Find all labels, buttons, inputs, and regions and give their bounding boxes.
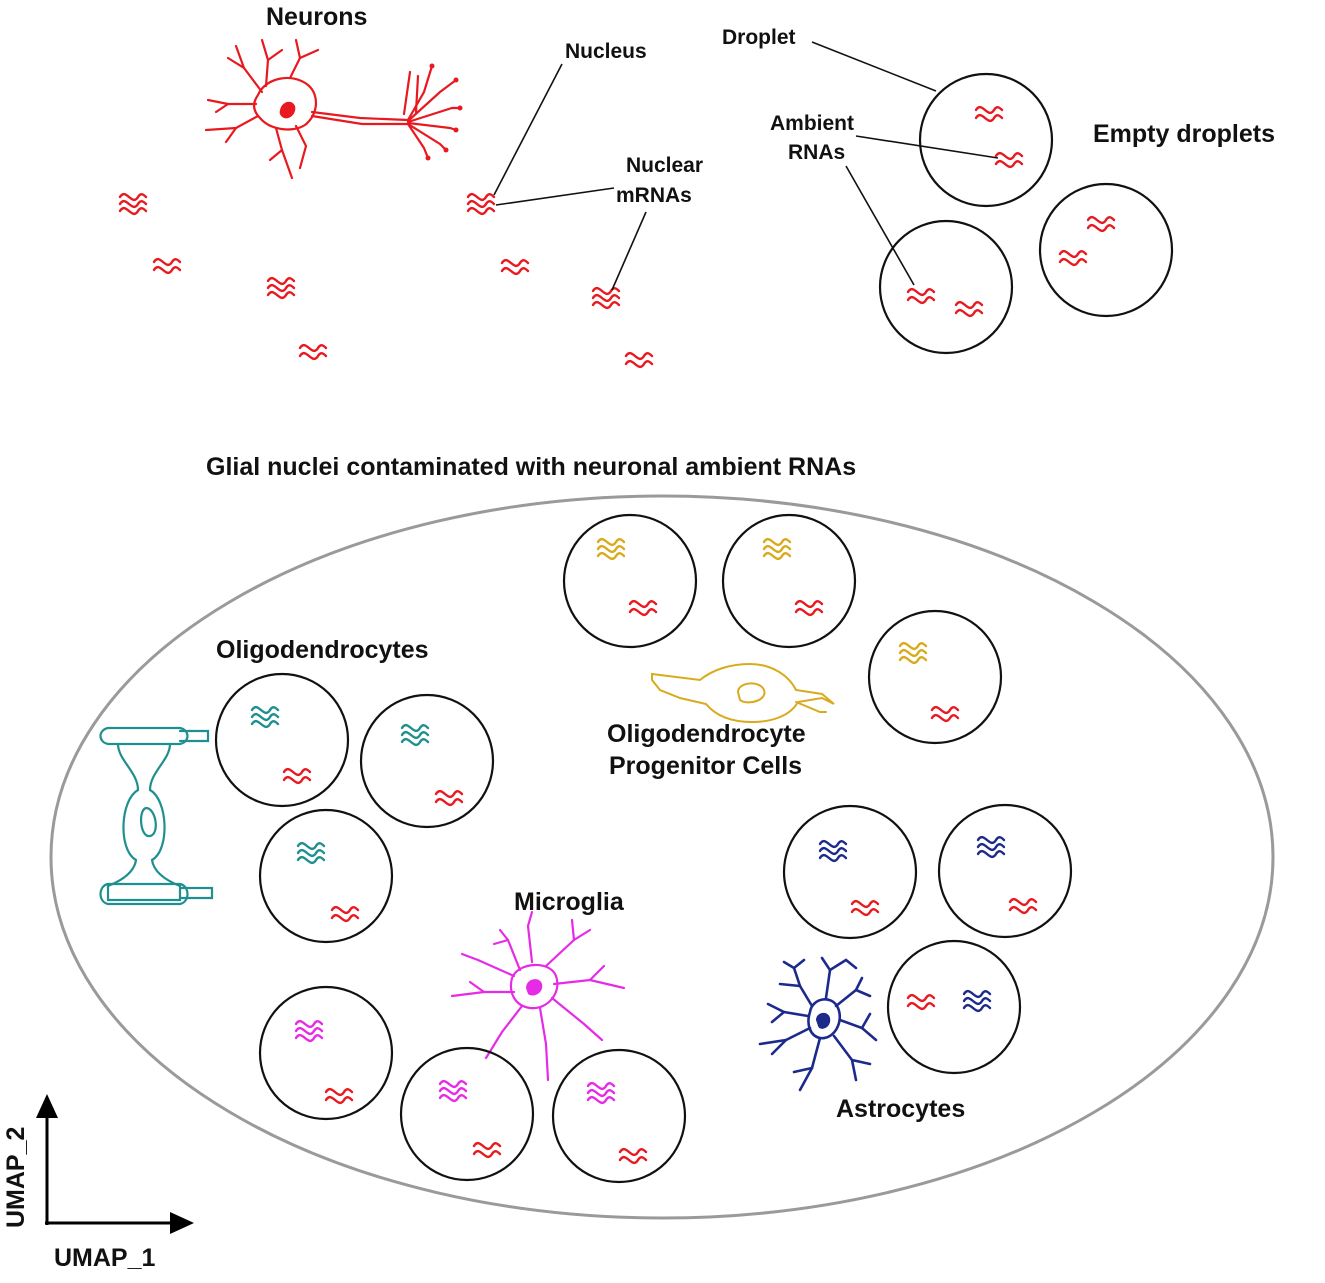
wavy-rna-icon [466, 192, 496, 216]
wavy-rna-icon [628, 599, 658, 617]
wavy-rna-icon [324, 1087, 354, 1105]
wavy-rna-icon [591, 286, 621, 310]
ambient-rnas-leader-line [855, 135, 999, 159]
oligodendrocyte-icon [99, 726, 214, 906]
wavy-rna-icon [434, 789, 464, 807]
umap-1-axis-label: UMAP_1 [54, 1244, 156, 1272]
wavy-rna-icon [906, 993, 936, 1011]
droplet-label: Droplet [722, 26, 796, 49]
wavy-rna-icon [330, 905, 360, 923]
droplet-leader-line [811, 41, 937, 92]
wavy-rna-icon [596, 537, 626, 561]
wavy-rna-icon [898, 641, 928, 665]
wavy-rna-icon [118, 192, 148, 216]
opc-label-line1: Oligodendrocyte [607, 720, 806, 748]
wavy-rna-icon [152, 257, 182, 275]
microglia-icon [450, 910, 626, 1082]
wavy-rna-icon [282, 767, 312, 785]
microglia-droplets [258, 985, 687, 1184]
opc-label-line2: Progenitor Cells [609, 752, 802, 780]
astrocyte-nucleus-icon [816, 1012, 831, 1029]
y-axis-arrowhead [36, 1094, 58, 1118]
microglia-nucleus-icon [526, 979, 543, 996]
wavy-rna-icon [930, 705, 960, 723]
glial-cluster-ellipse [49, 494, 1275, 1220]
x-axis-arrowhead [170, 1212, 194, 1234]
astrocyte-droplets [782, 803, 1073, 1075]
wavy-rna-icon [1086, 215, 1116, 233]
wavy-rna-icon [472, 1141, 502, 1159]
opc-icon [651, 662, 835, 724]
neuronal-rna-cluster [118, 192, 654, 369]
droplet-circle [359, 693, 495, 829]
wavy-rna-icon [586, 1081, 616, 1105]
ambient-rnas-leader-line-2 [845, 165, 915, 286]
droplet-circle [551, 1048, 687, 1184]
glial-title: Glial nuclei contaminated with neuronal … [206, 453, 856, 481]
wavy-rna-icon [818, 839, 848, 863]
nuclear-mrnas-label-line1: Nuclear [626, 154, 703, 177]
wavy-rna-icon [618, 1147, 648, 1165]
droplet-circle [399, 1046, 535, 1182]
empty-droplets-label: Empty droplets [1093, 120, 1275, 148]
wavy-rna-icon [400, 723, 430, 747]
droplet-circle [782, 804, 918, 940]
wavy-rna-icon [962, 989, 992, 1013]
droplet-circle [562, 513, 698, 649]
wavy-rna-icon [296, 841, 326, 865]
wavy-rna-icon [850, 899, 880, 917]
wavy-rna-icon [438, 1079, 468, 1103]
nucleus-leader-line [493, 63, 563, 196]
neuron-nucleus-icon [279, 101, 296, 119]
droplet-circle [886, 939, 1022, 1075]
wavy-rna-icon [298, 343, 328, 361]
droplet-circle [937, 803, 1073, 939]
umap-2-axis-label: UMAP_2 [2, 1127, 30, 1228]
opc-droplets [562, 513, 1003, 745]
wavy-rna-icon [906, 287, 936, 305]
droplet-circle [258, 985, 394, 1121]
oligodendrocyte-droplets [214, 672, 495, 944]
wavy-rna-icon [624, 351, 654, 369]
wavy-rna-icon [500, 258, 530, 276]
wavy-rna-icon [994, 151, 1024, 169]
wavy-rna-icon [794, 599, 824, 617]
axon-terminal-icons [425, 63, 463, 161]
nuclear-mrnas-label-line2: mRNAs [616, 184, 692, 207]
empty-droplet-circle [918, 72, 1054, 208]
wavy-rna-icon [954, 300, 984, 318]
ambient-rnas-label-line2: RNAs [788, 141, 845, 164]
wavy-rna-icon [762, 537, 792, 561]
nucleus-label: Nucleus [565, 40, 647, 63]
neuron-icon [204, 38, 462, 180]
nuclear-mrnas-leader-line-2 [611, 211, 647, 291]
wavy-rna-icon [1008, 897, 1038, 915]
wavy-rna-icon [294, 1019, 324, 1043]
astrocyte-icon [758, 956, 878, 1092]
droplet-circle [721, 513, 857, 649]
microglia-label: Microglia [514, 888, 625, 916]
droplet-circle [867, 609, 1003, 745]
empty-droplet-circle [1038, 182, 1174, 318]
wavy-rna-icon [250, 705, 280, 729]
droplet-circle [214, 672, 350, 808]
wavy-rna-icon [976, 835, 1006, 859]
ambient-rnas-label-line1: Ambient [770, 112, 854, 135]
astrocytes-label: Astrocytes [836, 1095, 965, 1123]
oligodendrocytes-label: Oligodendrocytes [216, 636, 429, 664]
empty-droplet-circle [878, 219, 1014, 355]
wavy-rna-icon [974, 105, 1004, 123]
droplet-circle [258, 808, 394, 944]
wavy-rna-icon [266, 276, 296, 300]
nuclear-mrnas-leader-line [495, 187, 615, 206]
wavy-rna-icon [1058, 249, 1088, 267]
umap-axes [36, 1094, 194, 1234]
neurons-label: Neurons [266, 3, 367, 31]
